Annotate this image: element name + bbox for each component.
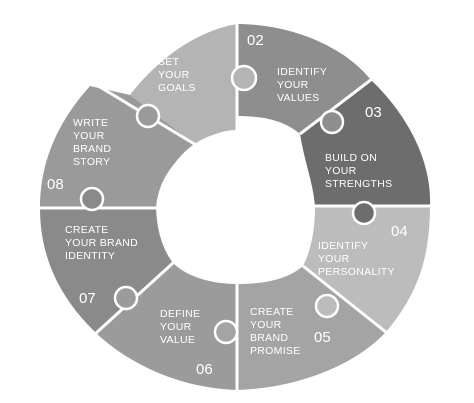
knob-01-02 [230, 64, 258, 92]
label-04: IDENTIFY YOUR PERSONALITY [318, 240, 395, 278]
knob-05-06 [213, 319, 239, 345]
number-04: 04 [391, 223, 408, 240]
label-02: IDENTIFY YOUR VALUES [277, 66, 330, 104]
knob-07-08 [79, 186, 105, 212]
label-07: CREATE YOUR BRAND IDENTITY [65, 224, 141, 262]
number-05: 05 [314, 329, 331, 346]
number-03: 03 [365, 104, 382, 121]
label-03: BUILD ON YOUR STRENGTHS [325, 152, 392, 190]
segment-02 [237, 24, 371, 134]
knob-02-03 [319, 109, 345, 135]
label-05: CREATE YOUR BRAND PROMISE [250, 306, 301, 357]
segment-07 [40, 208, 173, 333]
segment-04 [303, 206, 430, 332]
number-02: 02 [247, 32, 264, 49]
number-01: 01 [121, 67, 138, 84]
segment-05 [237, 266, 386, 390]
number-07: 07 [79, 290, 96, 307]
number-08: 08 [47, 176, 64, 193]
puzzle-knobs [79, 64, 377, 345]
label-08: WRITE YOUR BRAND STORY [73, 117, 114, 168]
knob-06-07 [113, 285, 139, 311]
ring [40, 24, 431, 390]
label-01: SET YOUR GOALS [158, 56, 196, 94]
knob-04-05 [314, 293, 340, 319]
number-06: 06 [196, 361, 213, 378]
segment-labels: SET YOUR GOALS IDENTIFY YOUR VALUES BUIL… [65, 56, 395, 357]
segment-numbers: 01 02 03 04 05 06 07 08 [47, 32, 408, 378]
center-hole [161, 131, 313, 283]
segment-06 [96, 263, 237, 390]
label-06: DEFINE YOUR VALUE [160, 308, 204, 346]
knob-03-04 [351, 200, 377, 226]
knob-08-01 [135, 103, 161, 129]
